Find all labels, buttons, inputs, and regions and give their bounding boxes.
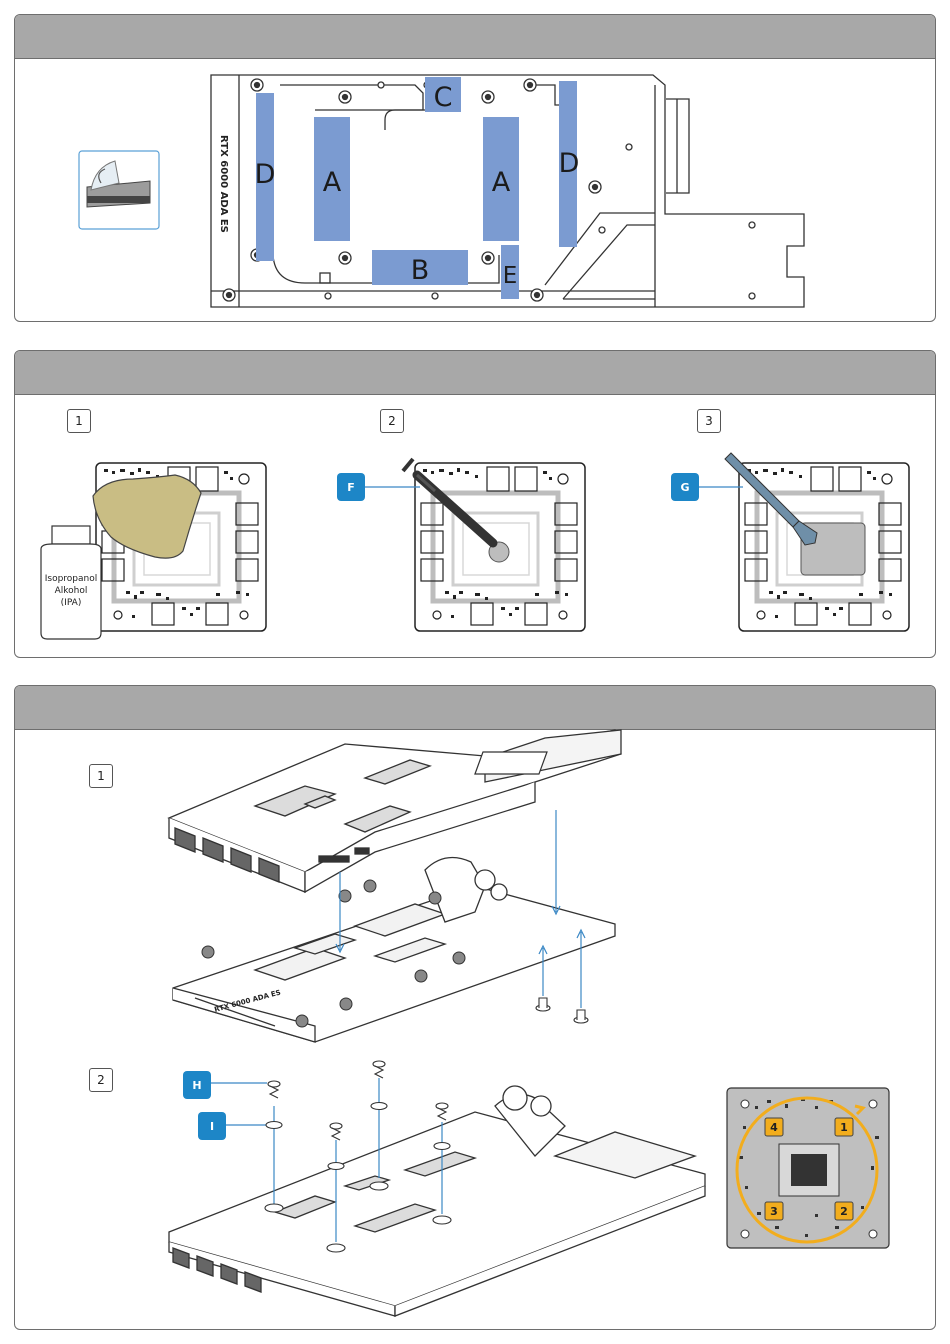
tag-g: G [671,473,699,501]
pcb-assembly-top [169,730,621,892]
pad-label: C [434,82,453,113]
pad-label: D [255,159,276,190]
pad-labels: A A B C D D E [255,82,580,289]
pad-label: B [411,255,430,286]
thermal-pad-panel: A A B C D D E RTX 6000 ADA ES [14,14,936,322]
bottle-label-line-2: Alkohol [55,586,88,596]
pad-label: A [323,167,342,198]
peel-pad-icon [79,151,159,229]
backplate-screws [536,998,588,1023]
thermal-pad-diagram: A A B C D D E RTX 6000 ADA ES [15,15,936,322]
tightening-sequence-inset: 1 2 3 4 [727,1088,889,1248]
sequence-number: 1 [840,1121,848,1134]
pad-label: A [492,167,511,198]
thermal-paste-diagram: Isopropanol Alkohol (IPA) [15,351,936,658]
assembly-panel: 1 2 [14,685,936,1330]
waterblock-body [173,858,615,1043]
pad-label: E [503,263,518,289]
ipa-bottle-icon: Isopropanol Alkohol (IPA) [41,526,101,639]
sequence-number: 2 [840,1205,848,1218]
tag-h: H [183,1071,211,1099]
assembly-diagram: RTX 6000 ADA ES [15,686,936,1330]
bottle-label-line-3: (IPA) [61,598,82,608]
sequence-number: 4 [770,1121,778,1134]
spring-screws [268,1061,448,1140]
thermal-paste-panel: 1 2 3 [14,350,936,658]
tag-f: F [337,473,365,501]
sequence-number: 3 [770,1205,778,1218]
pad-label: D [559,148,580,179]
board-marking: RTX 6000 ADA ES [218,135,229,233]
card-assembled [169,1086,705,1316]
bottle-label-line-1: Isopropanol [45,574,98,584]
tag-i: I [198,1112,226,1140]
